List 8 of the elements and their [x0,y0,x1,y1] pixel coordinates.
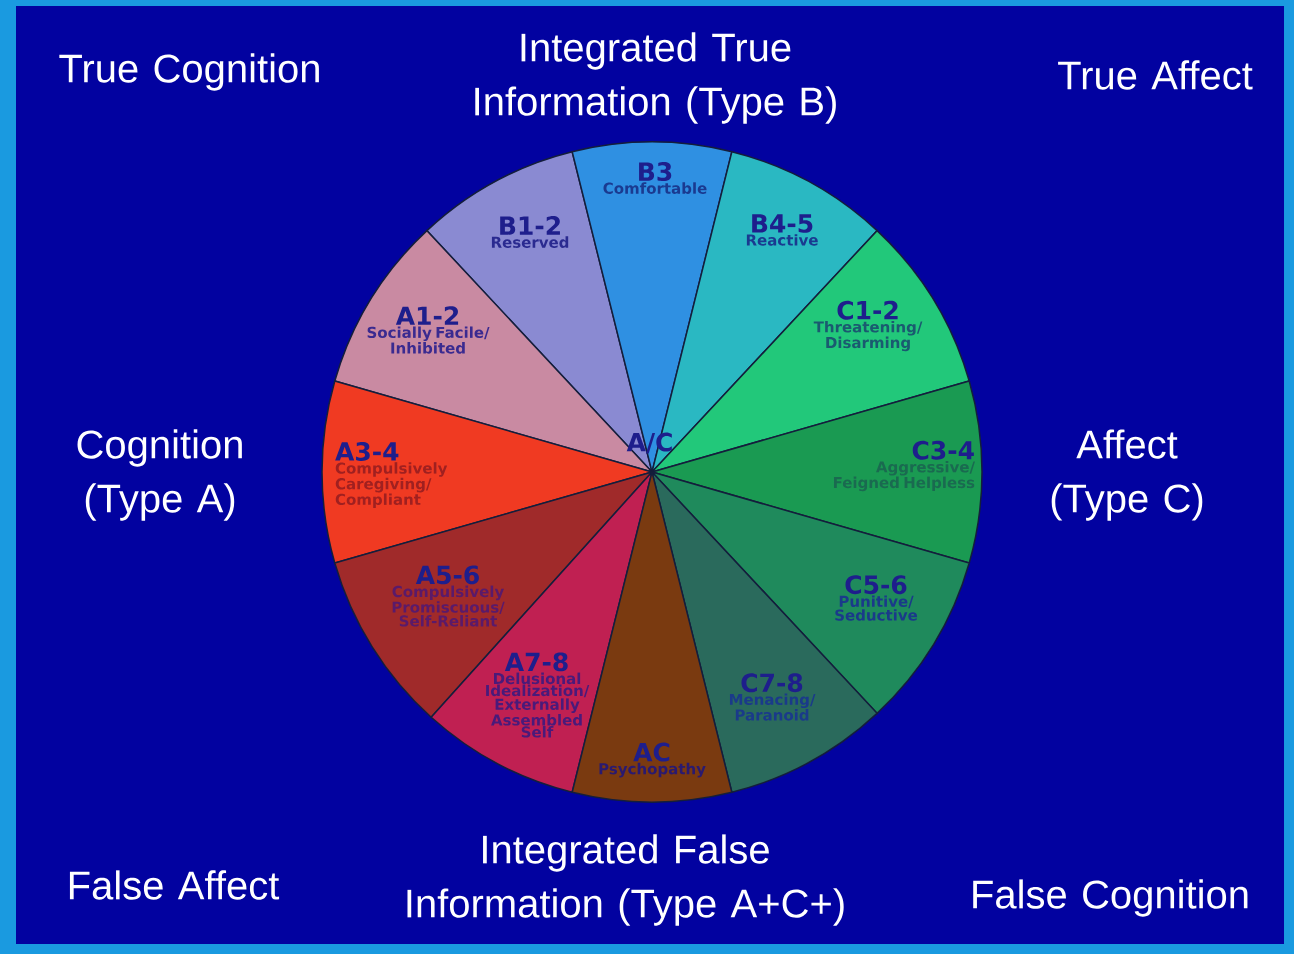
region-label: Integrated True Information (Type B) [475,32,836,124]
region-label: False Cognition [973,879,1248,917]
region-label: Affect (Type C) [1051,429,1203,521]
region-label: True Cognition [59,53,319,91]
region-label: False Affect [69,870,280,900]
region-label: Integrated False Information (Type A+C+) [407,834,844,926]
region-label: True Affect [1058,60,1253,90]
region-label: Cognition (Type A) [77,429,242,521]
